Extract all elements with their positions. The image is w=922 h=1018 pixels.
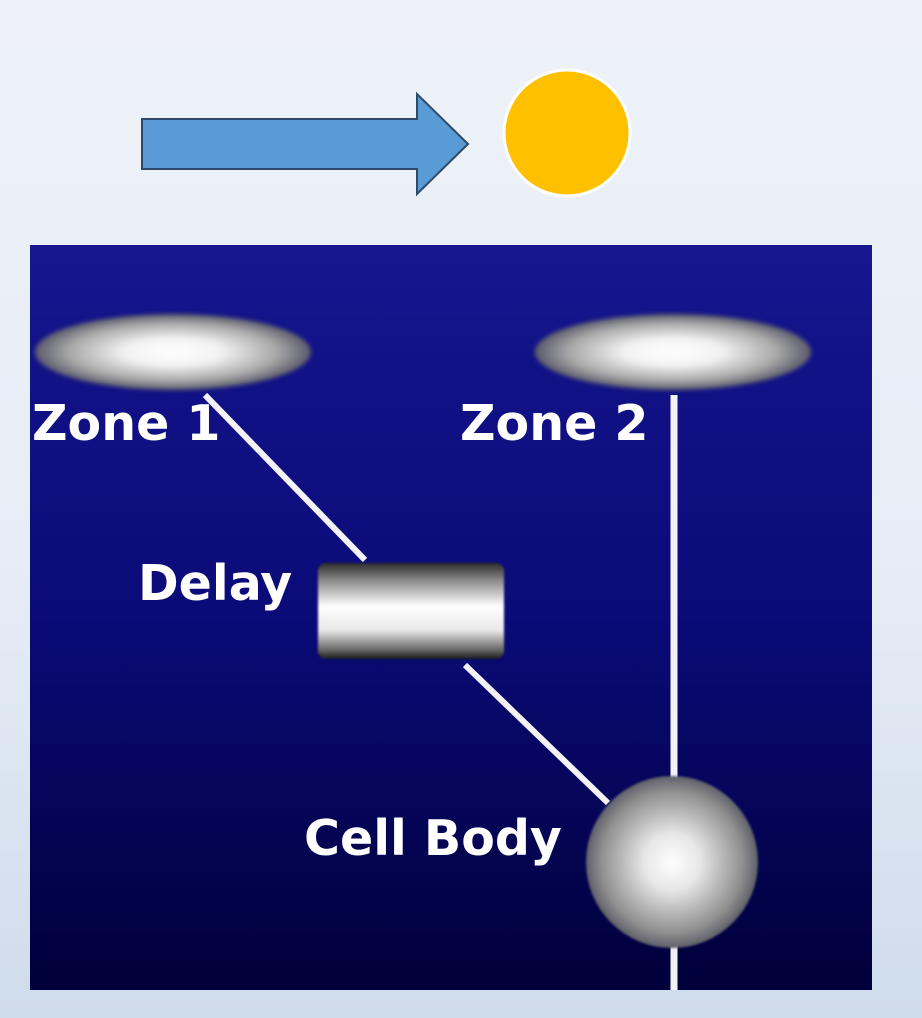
cell-body-sphere — [586, 776, 758, 948]
delay-connection-line — [462, 662, 611, 806]
circle-icon — [502, 68, 632, 198]
arrow-right-icon — [141, 91, 470, 197]
zone2-disc — [535, 314, 811, 390]
zone1-connection-line — [202, 392, 368, 563]
cell-body-label: Cell Body — [304, 810, 562, 867]
zone1-label: Zone 1 — [32, 395, 220, 452]
zone2-label: Zone 2 — [460, 395, 648, 452]
zone1-disc — [35, 314, 311, 390]
delay-label: Delay — [138, 555, 292, 612]
delay-element — [318, 563, 504, 659]
